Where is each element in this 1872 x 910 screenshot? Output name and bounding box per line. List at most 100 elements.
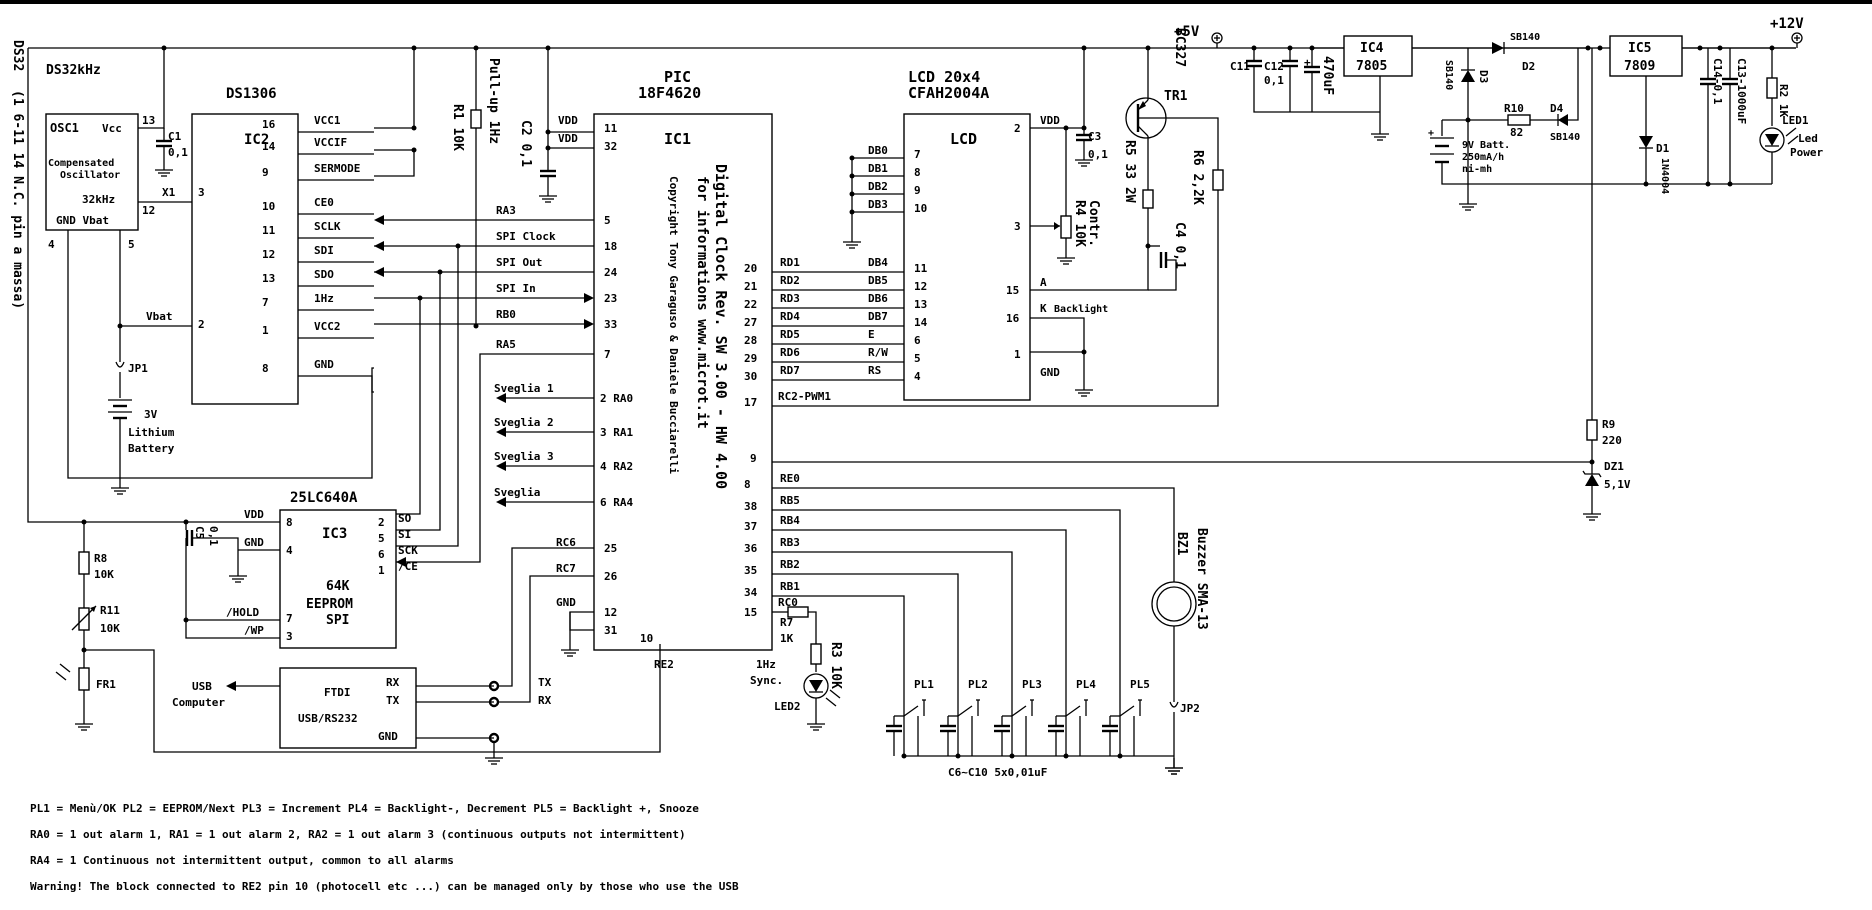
ic2-pin-5-name: SDI: [314, 244, 334, 257]
fr1-label: FR1: [96, 678, 116, 691]
pic-right-5-num: 29: [744, 352, 757, 365]
ic2-pin-6-num: 13: [262, 272, 275, 285]
pic-right-2-num: 22: [744, 298, 757, 311]
c4-label: C4 0,1: [1172, 222, 1187, 269]
c6-c10-label: C6~C10 5x0,01uF: [948, 766, 1047, 779]
button-3-label: PL3: [1022, 678, 1042, 691]
c3-value: 0,1: [1088, 148, 1108, 161]
pic-rc2pwm: RC2-PWM1: [778, 390, 831, 403]
lcd-data-4-name: E: [868, 328, 875, 341]
r4-label: R4 10K: [1072, 200, 1087, 247]
r11-label: R11: [100, 604, 120, 617]
ic3-pin-1-name: SI: [398, 528, 411, 541]
ic2-pin-3-num: 10: [262, 200, 275, 213]
ic2-part: DS1306: [226, 86, 277, 102]
usb-label: USB: [192, 680, 212, 693]
pic-pin11: 11: [604, 122, 618, 135]
pic-left-5-net: RA5: [496, 338, 516, 351]
lcd-pin2: 2: [1014, 122, 1021, 135]
pic-left-0-num: 5: [604, 214, 611, 227]
lcd-db-2-name: DB2: [868, 180, 888, 193]
pic-left-4-num: 33: [604, 318, 617, 331]
ftdi-tx: TX: [386, 694, 400, 707]
d4-part: SB140: [1550, 132, 1580, 143]
pic-low-1-num: 38: [744, 500, 757, 513]
dz1-value: 5,1V: [1604, 478, 1631, 491]
led2-label: LED2: [774, 700, 801, 713]
alarm-1-pin: 3 RA1: [600, 426, 633, 439]
ic3-hold: /HOLD: [226, 606, 259, 619]
ic2-pin-8-num: 1: [262, 324, 269, 337]
ic4-name: IC4: [1360, 41, 1384, 56]
d1-part: 1N4004: [1659, 158, 1670, 194]
pic-left-3-num: 23: [604, 292, 617, 305]
pic-pin31: 31: [604, 624, 618, 637]
ic2-pin-9-num: 8: [262, 362, 269, 375]
lcd-data-5-num: 5: [914, 352, 921, 365]
ic3-name: IC3: [322, 526, 347, 542]
ic2-pin-6-name: SDO: [314, 268, 334, 281]
battery-label2: Battery: [128, 442, 175, 455]
pic-right-5-net: RD6: [780, 346, 800, 359]
pic-text-3: Copyright Tony Garaguso & Daniele Buccia…: [667, 176, 680, 474]
lcd-db-2-pin: 9: [914, 184, 921, 197]
osc1-pin4: 4: [48, 238, 55, 251]
plus12v-label: +12V: [1770, 16, 1804, 32]
osc1-pin5: 5: [128, 238, 135, 251]
osc1-pin13: 13: [142, 114, 155, 127]
ic2-pin-7-num: 7: [262, 296, 269, 309]
osc1-32khz: 32kHz: [82, 193, 115, 206]
pic-text-1: Digital Clock Rev. SW 3.00 - HW 4.00: [712, 164, 730, 489]
pic-right-3-num: 27: [744, 316, 757, 329]
lcd-pin16: 16: [1006, 312, 1020, 325]
lcd-data-2-name: DB6: [868, 292, 888, 305]
r8-label: R8: [94, 552, 107, 565]
c13-label: C13-1000uF: [1735, 58, 1748, 124]
bz1-label: BZ1: [1174, 532, 1189, 556]
pic-left-2-net: SPI Out: [496, 256, 542, 269]
osc1-pin12: 12: [142, 204, 155, 217]
ic3-gnd: GND: [244, 536, 264, 549]
ic3-desc1: 64K: [326, 579, 350, 594]
ic2-pin-2-num: 9: [262, 166, 269, 179]
pic-low-2-num: 37: [744, 520, 757, 533]
tx-label: TX: [538, 676, 552, 689]
ic3-desc2: EEPROM: [306, 597, 353, 612]
lcd-k: K: [1040, 302, 1047, 315]
pic-low-0-net: RE0: [780, 472, 800, 485]
lcd-a: A: [1040, 276, 1047, 289]
ic5-name: IC5: [1628, 41, 1651, 56]
batt9-label1: 9V Batt.: [1462, 140, 1510, 151]
c11-label: C11: [1230, 60, 1250, 73]
pic-pin32: 32: [604, 140, 617, 153]
lcd-vdd: VDD: [1040, 114, 1060, 127]
note-4: Warning! The block connected to RE2 pin …: [30, 880, 739, 893]
osc1: OSC1 Vcc Compensated Oscillator 32kHz GN…: [45, 48, 373, 479]
bc327-label: BC327: [1172, 28, 1187, 67]
r9-label: R9: [1602, 418, 1615, 431]
lcd-backlight: Backlight: [1054, 303, 1108, 315]
r1-label: R1 10K: [450, 104, 465, 151]
pic-pin12: 12: [604, 606, 617, 619]
d4-label: D4: [1550, 102, 1564, 115]
lcd-db-0-name: DB0: [868, 144, 888, 157]
jp1-label: JP1: [128, 362, 148, 375]
pic-pin25: 25: [604, 542, 617, 555]
pic-right-6-num: 30: [744, 370, 757, 383]
pic-right-1-num: 21: [744, 280, 758, 293]
ic5-value: 7809: [1624, 59, 1655, 74]
c12-value: 0,1: [1264, 74, 1284, 87]
ic4-value: 7805: [1356, 59, 1387, 74]
alarm-3-label: Sveglia: [494, 486, 540, 499]
ic2-x1: X1: [162, 186, 176, 199]
ds32-label: DS32: [10, 40, 25, 71]
ic3-wp: /WP: [244, 624, 264, 637]
ic2-name: IC2: [244, 132, 269, 148]
led-power-label2: Power: [1790, 146, 1823, 159]
